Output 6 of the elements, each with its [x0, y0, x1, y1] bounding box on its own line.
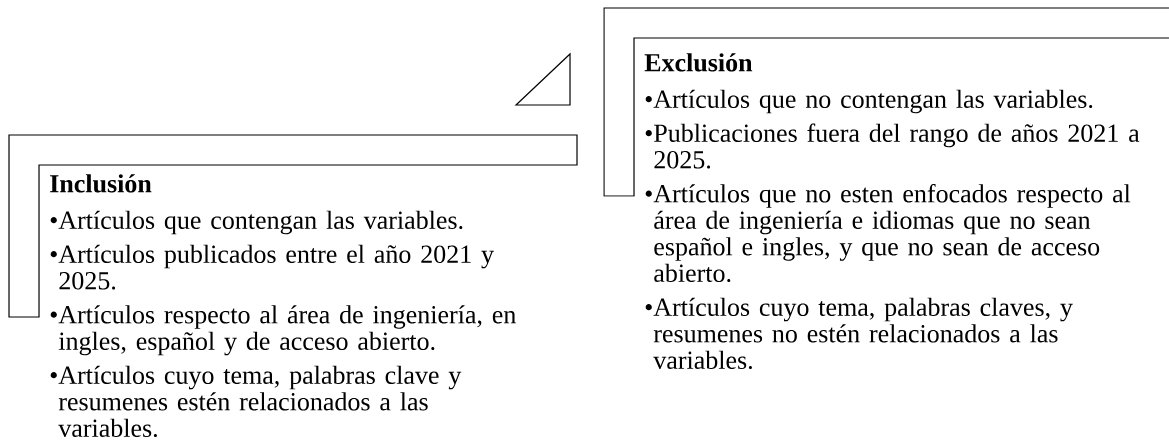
list-box: Inclusión •Artículos que contengan las variables. •Artículos publicados entre el año 2021 y 2025. •Artículos respecto al área de ingeniería, en ingles, español y de acceso abierto. •Artículos cuyo tema, palabras clave y resumenes estén relacionados a las variables.	[8, 134, 578, 438]
node-label: •Artículos cuyo tema, palabras clave y resumenes estén relacionados a las variables.	[50, 365, 462, 438]
node-label: •Artículos cuyo tema, palabras claves, y resumenes no estén relacionados a las variables.	[645, 297, 1073, 370]
node-label: área de ingeniería e idiomas que no sean español e ingles, y que no sean de acceso abierto.	[654, 210, 1100, 283]
list-box: Exclusión •Artículos que no contengan las variables. •Publicaciones fuera del rango de años 2021 a 2025. •Artículos que no esten enfocados respecto al área de ingeniería e idiomas que no sean español e ingles, y que no sean de acceso abierto. •Artículos cuyo tema, palabras claves, y resumenes no estén relacionados a las variables.	[603, 7, 1169, 370]
node-label: ingles, español y de acceso abierto.	[58, 331, 435, 356]
